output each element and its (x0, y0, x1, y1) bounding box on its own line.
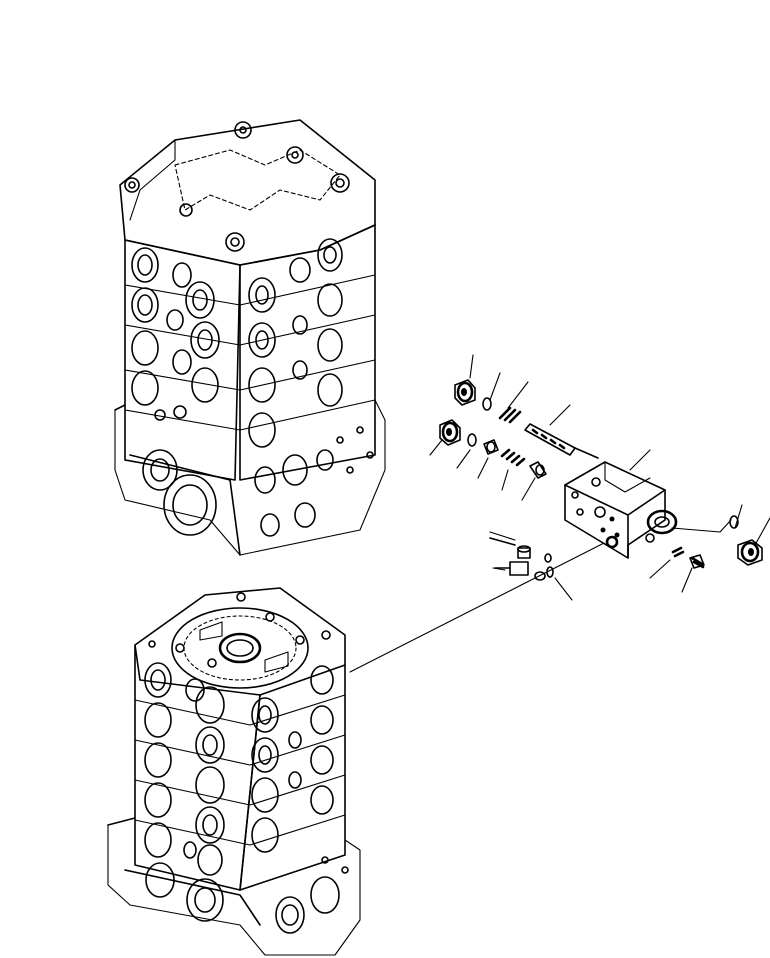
callout-leader-11 (734, 504, 743, 529)
spring-right (671, 546, 685, 558)
callout-leader-14 (681, 567, 693, 593)
plug-upper (454, 379, 476, 406)
relief-valve-block (564, 461, 678, 559)
plug-lower (439, 419, 461, 446)
loose-parts (439, 379, 763, 581)
callout-leader-17 (554, 577, 573, 601)
o-ring-small (534, 571, 546, 581)
valve-spool (524, 423, 599, 459)
callout-leader-15 (489, 531, 516, 541)
callout-leader-3 (507, 381, 529, 409)
piston (494, 561, 529, 576)
plug-right (737, 539, 763, 566)
callout-leader-2 (489, 372, 501, 401)
o-ring (482, 397, 492, 411)
backup-ring (489, 537, 516, 546)
callout-leader-6 (456, 449, 471, 469)
callout-leader-13 (649, 559, 671, 579)
callout-leader-16 (492, 567, 506, 571)
o-ring (467, 433, 477, 447)
o-ring-small (546, 566, 554, 578)
callout-leader-5 (429, 439, 443, 456)
assembly-leader-line (349, 539, 611, 673)
callout-leader-4 (549, 404, 571, 426)
spring-lower (500, 448, 526, 467)
callout-leader-1 (469, 354, 474, 379)
sleeve (529, 461, 547, 479)
spring-upper (498, 406, 522, 424)
callout-leaders (429, 354, 770, 601)
plug-small-right (689, 554, 705, 569)
callout-leader-7 (477, 457, 489, 479)
poppet (483, 439, 499, 455)
callout-leader-12 (754, 517, 770, 546)
o-ring-small (544, 553, 552, 563)
callout-leader-10 (629, 449, 651, 471)
valve-stack-lower (107, 587, 361, 956)
callout-leader-9 (521, 477, 536, 501)
o-ring-right (729, 515, 739, 529)
valve-stack-upper (114, 119, 386, 556)
callout-leader-8 (501, 469, 509, 491)
leader-hook (671, 519, 732, 533)
sleeve-small (517, 545, 531, 559)
